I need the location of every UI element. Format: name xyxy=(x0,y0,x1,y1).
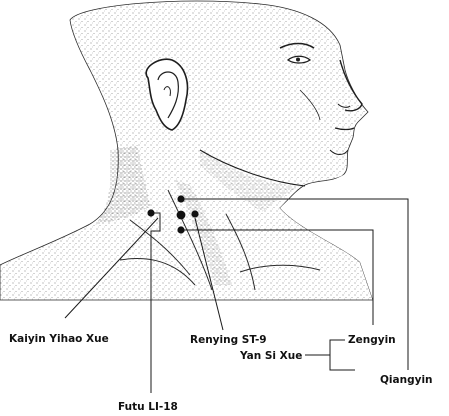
point-center xyxy=(177,211,186,220)
label-futu-li18: Futu LI-18 xyxy=(118,401,178,413)
point-zengyin xyxy=(177,226,184,233)
label-qiangyin: Qiangyin xyxy=(380,374,433,386)
point-labels: Kaiyin Yihao Xue Renying ST-9 Zengyin Ya… xyxy=(9,333,433,413)
point-kaiyin xyxy=(147,209,154,216)
label-kaiyin-yihao-xue: Kaiyin Yihao Xue xyxy=(9,333,109,345)
label-zengyin: Zengyin xyxy=(348,334,396,346)
point-renying xyxy=(191,210,198,217)
point-qiangyin xyxy=(177,195,184,202)
label-renying-st9: Renying ST-9 xyxy=(190,334,267,346)
label-yan-si-xue: Yan Si Xue xyxy=(239,350,302,362)
figure-illustration xyxy=(0,1,449,300)
head-neck-shoulders-silhouette xyxy=(0,1,373,300)
